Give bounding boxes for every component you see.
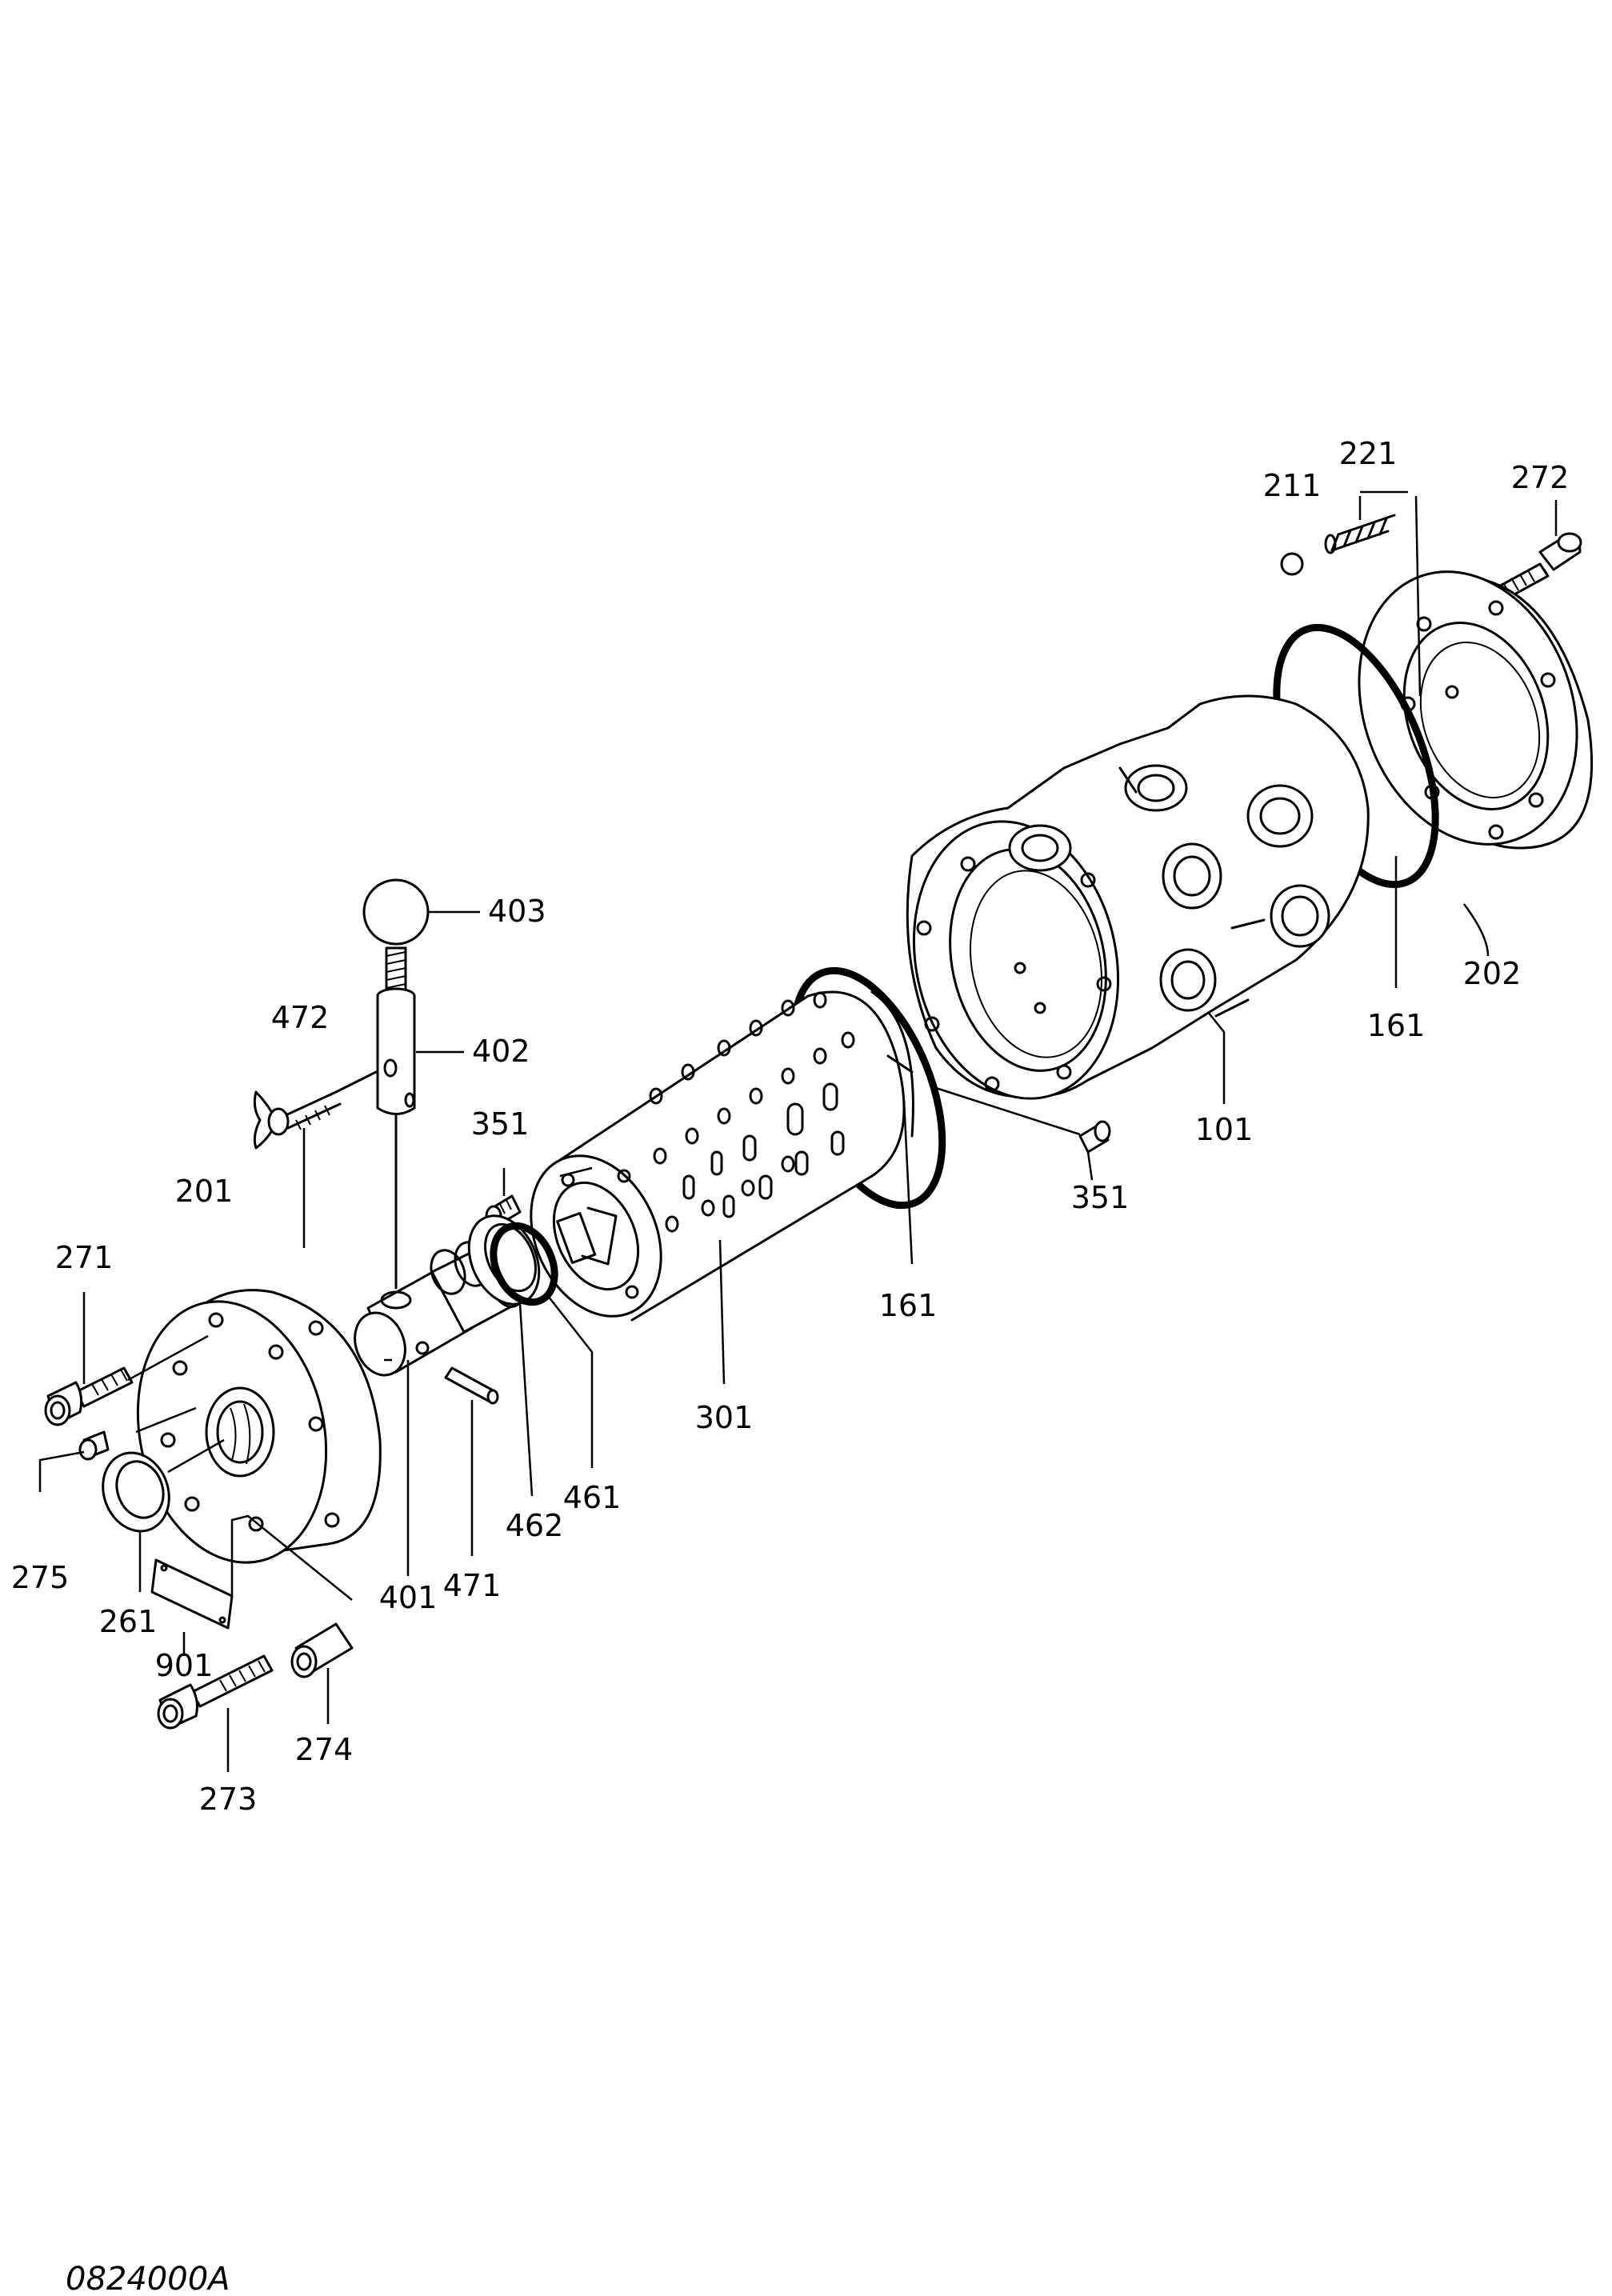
label-202: 202	[1463, 956, 1522, 991]
label-472: 472	[271, 1000, 330, 1035]
part-labels: 211 221 272 403 202 161 472 402 101 351 …	[11, 436, 1570, 1817]
part-101-housing	[906, 694, 1370, 1100]
label-462: 462	[506, 1508, 564, 1543]
label-201: 201	[175, 1174, 234, 1209]
drawing-code: 0824000A	[66, 2261, 230, 2296]
label-101: 101	[1195, 1112, 1254, 1147]
part-402-lever	[376, 946, 416, 1290]
part-261-seal	[102, 1451, 170, 1533]
part-403-knob	[362, 878, 430, 946]
label-901: 901	[155, 1648, 214, 1683]
label-461: 461	[563, 1480, 622, 1515]
label-161-right: 161	[1367, 1008, 1426, 1043]
part-351-plug-right	[1078, 1120, 1111, 1154]
label-261: 261	[99, 1604, 158, 1639]
label-351-left: 351	[471, 1106, 530, 1142]
label-471: 471	[443, 1568, 502, 1603]
part-901-nameplate	[150, 1558, 234, 1630]
part-271-bolt	[44, 1366, 134, 1426]
part-201-end-cover	[136, 1289, 382, 1564]
leader-lines	[38, 490, 1558, 1772]
label-402: 402	[472, 1034, 530, 1069]
part-472-wing-screw	[253, 1070, 378, 1150]
label-221: 221	[1339, 436, 1398, 471]
part-221-spring	[1324, 514, 1396, 554]
label-211: 211	[1263, 468, 1322, 503]
part-273-bolt	[157, 1654, 274, 1730]
label-275: 275	[11, 1560, 70, 1595]
label-401: 401	[379, 1580, 438, 1615]
label-161-middle: 161	[879, 1288, 938, 1323]
label-274: 274	[295, 1732, 354, 1767]
part-471-pin	[444, 1366, 499, 1405]
label-351-right: 351	[1071, 1180, 1130, 1215]
label-273: 273	[199, 1782, 258, 1817]
label-272: 272	[1511, 460, 1570, 495]
part-461-oring	[490, 1222, 558, 1306]
part-275-plug	[78, 1430, 110, 1461]
part-301-sleeve	[530, 990, 914, 1322]
label-271: 271	[55, 1240, 114, 1275]
part-274-sleeve	[290, 1622, 354, 1678]
part-202-end-cover	[1358, 570, 1594, 850]
label-301: 301	[695, 1400, 754, 1435]
part-211-ball	[1280, 552, 1304, 576]
label-403: 403	[488, 894, 546, 929]
